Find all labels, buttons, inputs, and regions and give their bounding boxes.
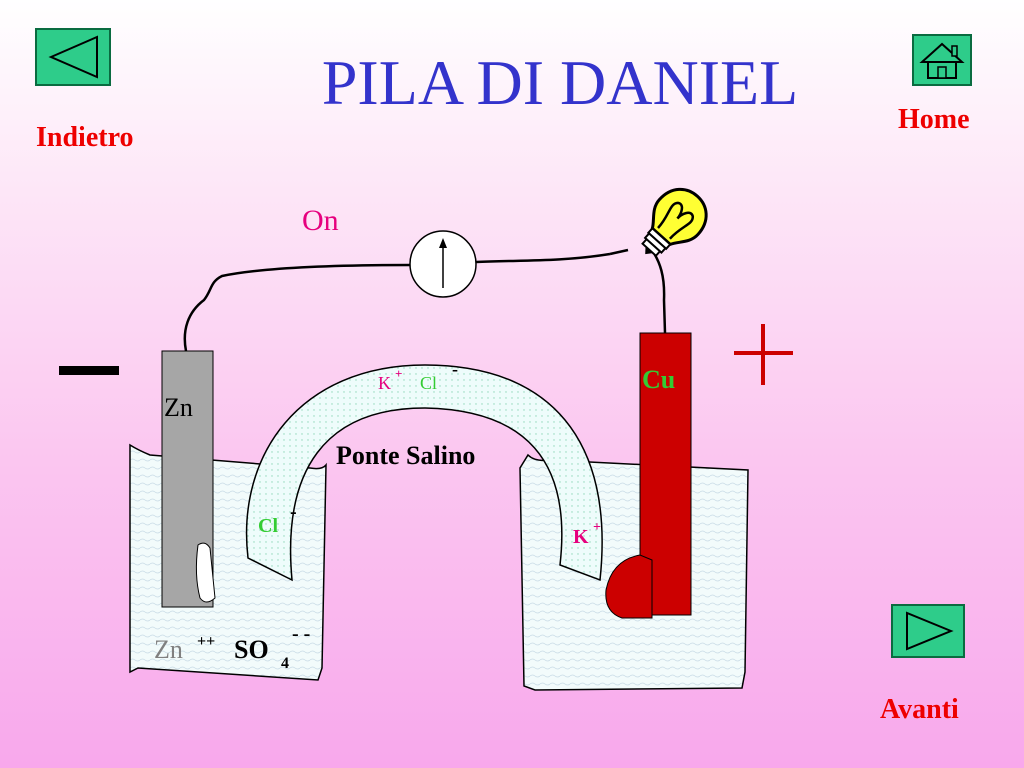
wire-right xyxy=(475,249,667,334)
negative-terminal-sign xyxy=(59,366,119,375)
cathode-label: Cu xyxy=(642,365,675,394)
switch-label: On xyxy=(302,204,339,237)
anode-label: Zn xyxy=(164,393,193,422)
light-bulb-icon xyxy=(641,187,708,258)
home-icon xyxy=(919,42,965,79)
wire-left xyxy=(183,263,413,352)
ion-k-top: K xyxy=(378,373,391,393)
solution-so4-charge: - - xyxy=(292,623,310,645)
ion-cl-left-charge: - xyxy=(290,501,297,523)
positive-terminal-sign xyxy=(734,324,793,385)
ion-cl-top: Cl xyxy=(420,373,437,393)
solution-zn: Zn xyxy=(154,635,183,664)
next-button[interactable] xyxy=(891,604,965,658)
wire-bulb xyxy=(609,248,629,256)
back-label[interactable]: Indietro xyxy=(36,122,134,153)
copper-deposit xyxy=(605,554,653,619)
ion-k-top-charge: + xyxy=(395,366,402,381)
ion-k-right: K xyxy=(573,526,589,548)
solution-so4-sub: 4 xyxy=(281,655,289,672)
ion-cl-top-charge: - xyxy=(452,359,458,379)
back-button[interactable] xyxy=(35,28,111,86)
home-button[interactable] xyxy=(912,34,972,86)
bridge-label: Ponte Salino xyxy=(336,441,475,470)
page-title: PILA DI DANIEL xyxy=(321,47,799,118)
solution-zn-charge: ++ xyxy=(197,633,215,650)
arrow-right-icon xyxy=(906,611,954,651)
zinc-corrosion xyxy=(195,542,216,603)
ion-k-right-charge: + xyxy=(593,520,601,535)
salt-bridge xyxy=(245,364,603,582)
next-label[interactable]: Avanti xyxy=(880,694,959,725)
arrow-left-icon xyxy=(48,35,98,79)
home-label[interactable]: Home xyxy=(898,104,970,135)
ion-cl-left: Cl xyxy=(258,515,278,537)
solution-so4: SO xyxy=(234,635,269,664)
